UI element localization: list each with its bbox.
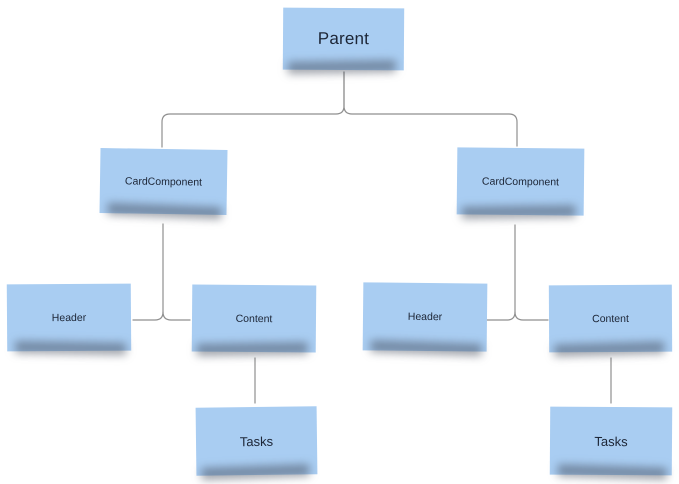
node-header-left[interactable]: Header [6, 283, 132, 352]
edge-card-left-content-left [162, 311, 191, 321]
edge-parent-card-right [343, 71, 518, 147]
edge-parent-card-left [161, 71, 345, 148]
node-cardcomponent-left[interactable]: CardComponent [99, 148, 228, 215]
node-tasks-left[interactable]: Tasks [195, 406, 318, 476]
node-content-right[interactable]: Content [548, 284, 673, 353]
node-cardcomponent-right-label: CardComponent [481, 175, 560, 188]
node-tasks-right-label: Tasks [594, 433, 628, 449]
node-cardcomponent-left-label: CardComponent [124, 174, 203, 189]
edge-card-right-header-right [486, 224, 516, 321]
node-content-left-label: Content [235, 312, 273, 325]
node-tasks-left-label: Tasks [239, 433, 274, 449]
node-header-right-label: Header [407, 310, 443, 324]
node-header-left-label: Header [51, 311, 87, 324]
node-header-right[interactable]: Header [362, 282, 488, 352]
node-cardcomponent-right[interactable]: CardComponent [456, 147, 585, 216]
edge-card-right-content-right [514, 311, 549, 321]
node-tasks-right[interactable]: Tasks [549, 406, 673, 476]
edge-card-left-header-left [132, 223, 164, 321]
node-content-right-label: Content [592, 312, 629, 325]
node-parent-label: Parent [317, 28, 370, 49]
node-parent[interactable]: Parent [282, 7, 405, 71]
node-content-left[interactable]: Content [191, 284, 317, 353]
